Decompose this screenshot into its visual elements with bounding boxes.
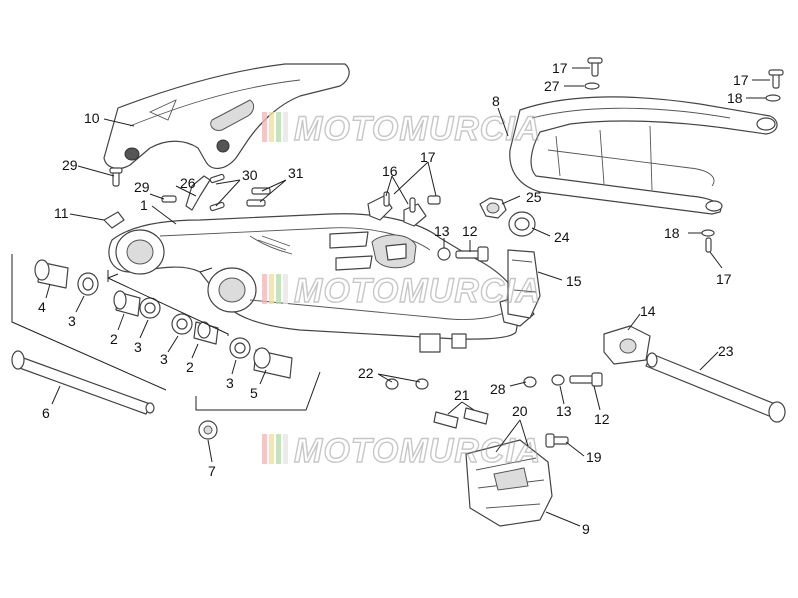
callout-11: 11 xyxy=(54,205,69,221)
callout-7: 7 xyxy=(208,463,216,479)
watermark-stripe xyxy=(269,112,274,142)
callout-13: 13 xyxy=(556,403,572,419)
callout-17: 17 xyxy=(420,149,436,165)
callout-25: 25 xyxy=(526,189,542,205)
watermark-stripe xyxy=(276,434,281,464)
watermark-logo: MOTOMURCIA xyxy=(262,271,541,311)
watermark-stripe xyxy=(283,434,288,464)
callout-12: 12 xyxy=(594,411,610,427)
watermark-stripe xyxy=(262,434,267,464)
watermark-stripe xyxy=(283,274,288,304)
watermark-stripe xyxy=(269,434,274,464)
callout-2: 2 xyxy=(186,359,194,375)
callout-16: 16 xyxy=(382,163,398,179)
watermark-text: MOTOMURCIA xyxy=(294,272,541,310)
callout-12: 12 xyxy=(462,223,478,239)
callout-17: 17 xyxy=(552,60,568,76)
watermark-stripe xyxy=(283,112,288,142)
watermark-stripe xyxy=(262,274,267,304)
callout-17: 17 xyxy=(716,271,732,287)
callout-13: 13 xyxy=(434,223,450,239)
callout-30: 30 xyxy=(242,167,258,183)
pivot-hardware-lower-right xyxy=(385,325,786,527)
callout-21: 21 xyxy=(454,387,470,403)
callout-14: 14 xyxy=(640,303,656,319)
leader-lines xyxy=(45,67,770,527)
callout-3: 3 xyxy=(68,313,76,329)
callout-23: 23 xyxy=(718,343,734,359)
fasteners-upper-left xyxy=(103,167,271,229)
callout-9: 9 xyxy=(582,521,590,537)
watermark-stripe xyxy=(276,274,281,304)
callout-18: 18 xyxy=(727,90,743,106)
callout-24: 24 xyxy=(554,229,570,245)
chain-guard xyxy=(103,63,350,170)
callout-5: 5 xyxy=(250,385,258,401)
swingarm xyxy=(108,213,535,353)
callout-3: 3 xyxy=(134,339,142,355)
watermark-logo: MOTOMURCIA xyxy=(262,109,541,149)
callout-31: 31 xyxy=(288,165,304,181)
callout-29: 29 xyxy=(134,179,150,195)
callout-28: 28 xyxy=(490,381,506,397)
callout-26: 26 xyxy=(180,175,196,191)
watermark-stripe xyxy=(269,274,274,304)
pivot-hardware-upper-right xyxy=(437,197,715,319)
assembly-brackets xyxy=(11,254,321,411)
watermark-stripe xyxy=(262,112,267,142)
watermark-stripe xyxy=(276,112,281,142)
callout-3: 3 xyxy=(226,375,234,391)
callout-2: 2 xyxy=(110,331,118,347)
callout-20: 20 xyxy=(512,403,528,419)
callout-1: 1 xyxy=(140,197,148,213)
callout-10: 10 xyxy=(84,110,100,126)
pivot-bearings-left xyxy=(11,259,293,440)
callout-27: 27 xyxy=(544,78,560,94)
watermark-text: MOTOMURCIA xyxy=(294,110,541,148)
callout-19: 19 xyxy=(586,449,602,465)
callout-29: 29 xyxy=(62,157,78,173)
callout-6: 6 xyxy=(42,405,50,421)
callout-4: 4 xyxy=(38,299,46,315)
callout-22: 22 xyxy=(358,365,374,381)
watermark-logo: MOTOMURCIA xyxy=(262,431,541,471)
rear-subframe xyxy=(509,57,784,215)
chain-slider-clamps xyxy=(367,191,441,227)
watermark-text: MOTOMURCIA xyxy=(294,432,541,470)
callout-15: 15 xyxy=(566,273,582,289)
callout-17: 17 xyxy=(733,72,749,88)
callout-18: 18 xyxy=(664,225,680,241)
motomurcia-watermark: MOTOMURCIA MOTOMURCIA MOTOMURCIA xyxy=(262,109,541,471)
callout-labels: 10 29 26 29 30 31 11 1 16 17 17 27 8 17 … xyxy=(38,60,749,537)
callout-3: 3 xyxy=(160,351,168,367)
callout-8: 8 xyxy=(492,93,500,109)
